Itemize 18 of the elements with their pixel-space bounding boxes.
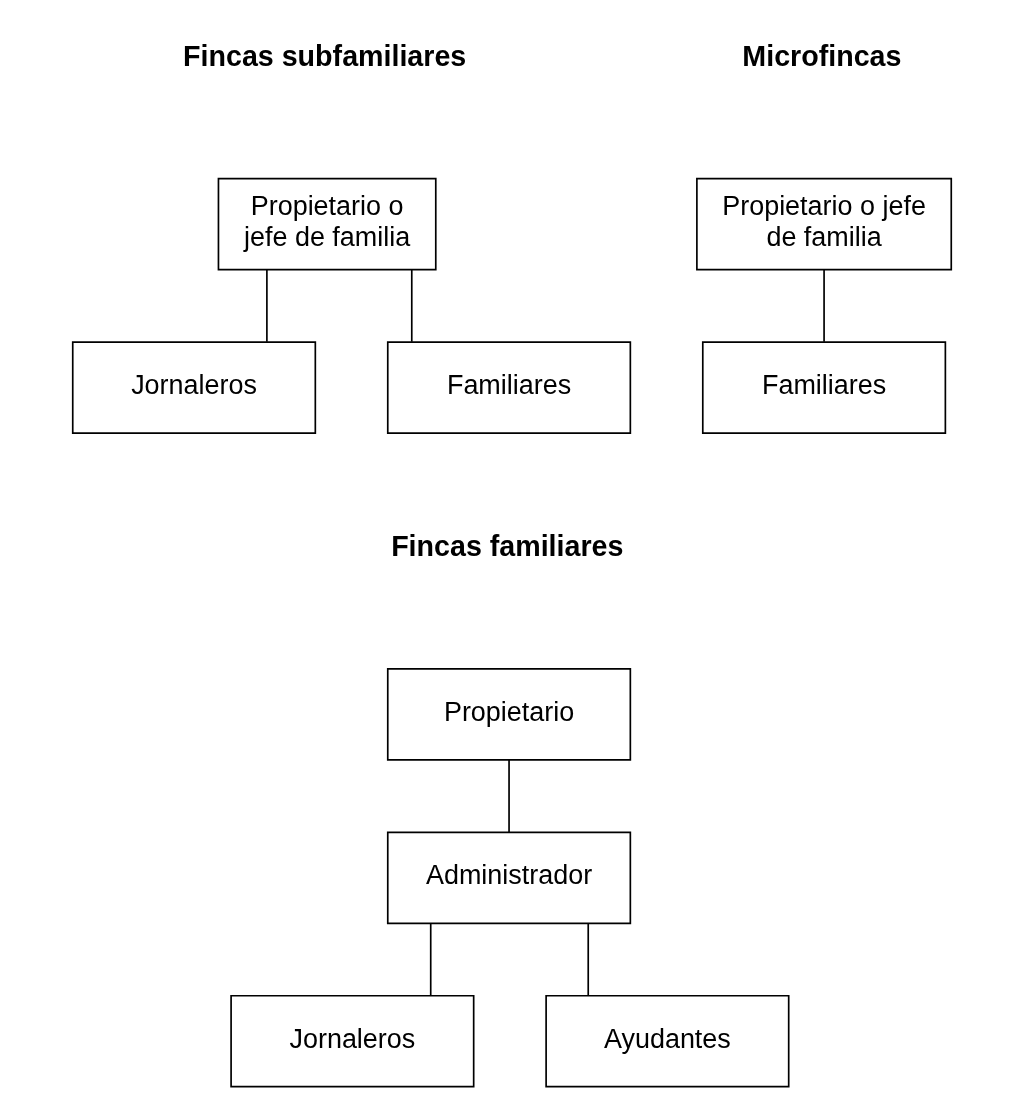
node-box: Propietario o jefe de familia	[217, 177, 437, 271]
node-box: Familiares	[386, 341, 632, 434]
connector	[266, 268, 268, 343]
node-box: Jornaleros	[230, 994, 475, 1088]
node-box: Propietario o jefe de familia	[696, 177, 953, 271]
node-box: Familiares	[701, 341, 947, 434]
label: Fincas familiares	[391, 530, 624, 563]
label: Fincas subfamiliares	[183, 40, 467, 72]
connector	[587, 922, 590, 997]
node-box: Ayudantes	[545, 994, 790, 1088]
connector	[823, 268, 825, 343]
node-box: Administrador	[386, 831, 632, 925]
node-box: Jornaleros	[71, 341, 317, 434]
connector	[429, 922, 432, 997]
connector	[410, 268, 413, 343]
label: Microfincas	[742, 40, 902, 72]
connector	[508, 759, 510, 833]
node-box: Propietario	[386, 668, 632, 761]
